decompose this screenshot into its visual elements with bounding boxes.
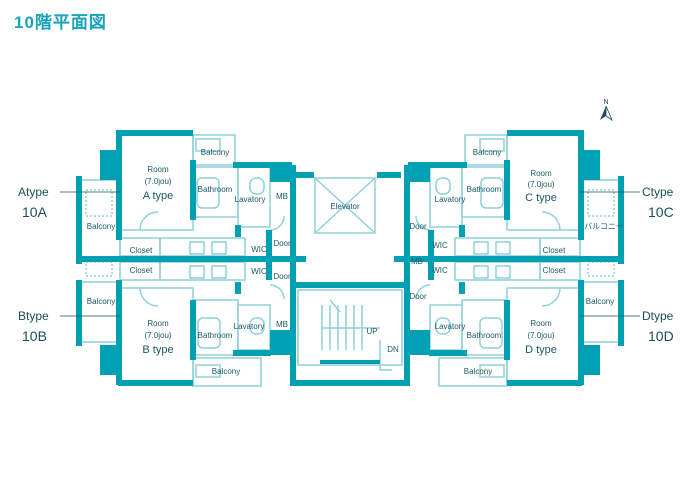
unit-a-number: 10A (22, 204, 48, 220)
closet-c-label: Closet (543, 246, 566, 255)
room-d-type: D type (525, 344, 557, 356)
unit-tag-text: Atype 10A Btype 10B Ctype 10C Dtype 10D (18, 185, 674, 344)
room-c-size: (7.0jou) (527, 180, 554, 189)
closet-a-label: Closet (130, 246, 153, 255)
balcony-jp-label: バルコニー (584, 222, 624, 231)
room-b-size: (7.0jou) (144, 331, 171, 340)
bathroom-b-label: Bathroom (198, 331, 233, 340)
balcony-b2-label: Balcony (212, 367, 240, 376)
door-d-label: Door (409, 292, 427, 301)
elevator-label: Elevator (330, 202, 360, 211)
wic-c-label: WIC (432, 241, 448, 250)
unit-c-number: 10C (648, 204, 674, 220)
balcony-ab-label: Balcony (87, 222, 115, 231)
room-b-label: Room (147, 319, 169, 328)
balcony-d-label: Balcony (586, 297, 614, 306)
floor-plan-title: 10階平面図 (14, 13, 107, 32)
core (297, 177, 403, 371)
up-label: UP (366, 327, 377, 336)
unit-b-number: 10B (22, 328, 47, 344)
wic-d-label: WIC (432, 266, 448, 275)
closet-d-label: Closet (543, 266, 566, 275)
walls (76, 130, 624, 386)
room-a-type: A type (143, 190, 174, 202)
lavatory-b-label: Lavatory (234, 322, 265, 331)
room-d-size: (7.0jou) (527, 331, 554, 340)
unit-a-type: Atype (18, 185, 49, 199)
bathroom-a-label: Bathroom (198, 185, 233, 194)
balcony-c-label: Balcony (473, 148, 501, 157)
lavatory-d-label: Lavatory (435, 322, 466, 331)
unit-d-type: Dtype (642, 309, 674, 323)
mb-b-label: MB (276, 320, 288, 329)
closet-b-label: Closet (130, 266, 153, 275)
room-c-type: C type (525, 192, 557, 204)
unit-b-type: Btype (18, 309, 49, 323)
lavatory-c-label: Lavatory (435, 195, 466, 204)
mb-cd-label: MB (411, 257, 423, 266)
door-c-label: Door (409, 222, 427, 231)
door-a-label: Door (273, 239, 291, 248)
bathroom-c-label: Bathroom (467, 185, 502, 194)
balcony-d2-label: Balcony (464, 367, 492, 376)
unit-d-number: 10D (648, 328, 674, 344)
balcony-a-label: Balcony (201, 148, 229, 157)
north-arrow-icon: N (600, 99, 613, 122)
room-a-size: (7.0jou) (144, 177, 171, 186)
dn-label: DN (387, 345, 399, 354)
balcony-b-label: Balcony (87, 297, 115, 306)
door-b-label: Door (273, 272, 291, 281)
room-b-type: B type (142, 344, 173, 356)
wic-b-label: WIC (251, 267, 267, 276)
wic-a-label: WIC (251, 245, 267, 254)
room-labels: Balcony Room (7.0jou) A type Bathroom La… (87, 148, 624, 376)
unit-c-type: Ctype (642, 185, 674, 199)
mb-a-label: MB (276, 192, 288, 201)
bathroom-d-label: Bathroom (467, 331, 502, 340)
north-label: N (603, 99, 608, 106)
room-a-label: Room (147, 165, 169, 174)
lavatory-a-label: Lavatory (235, 195, 266, 204)
room-d-label: Room (530, 319, 552, 328)
unit-tags (60, 191, 640, 317)
room-c-label: Room (530, 169, 552, 178)
